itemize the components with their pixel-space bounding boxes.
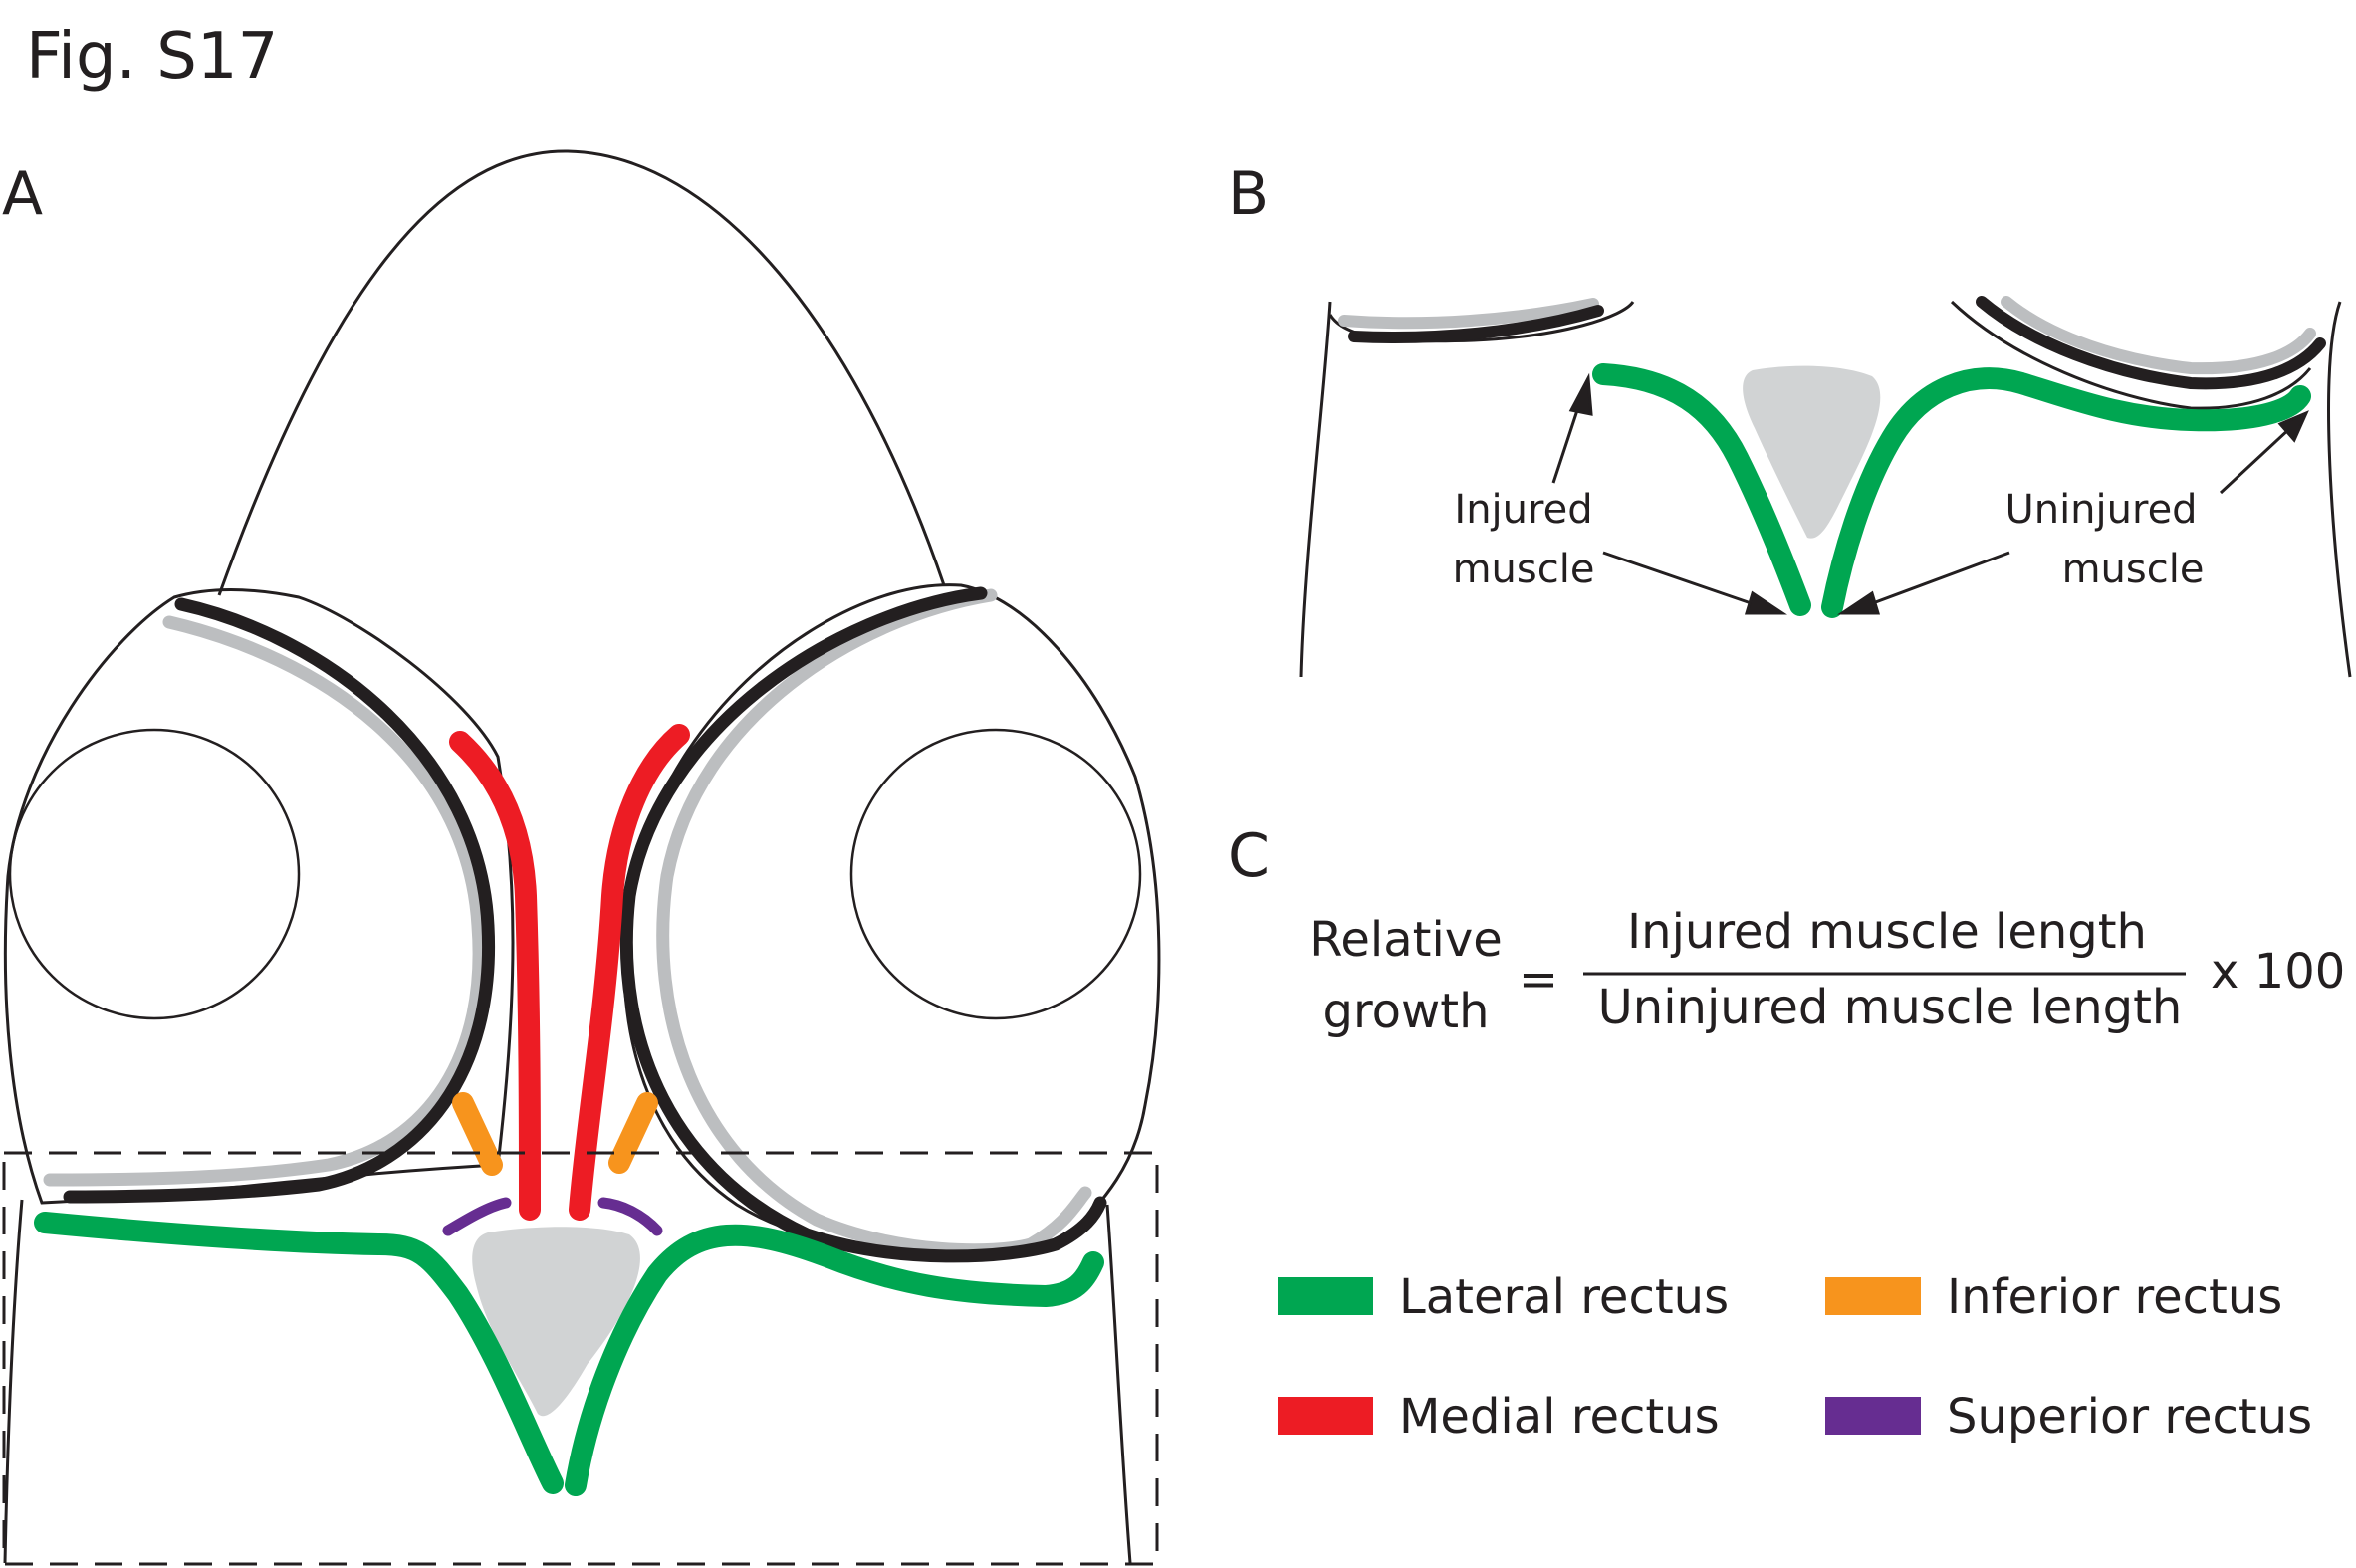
panel-b-diagram: Injured muscle Uninjured muscle (1299, 296, 2352, 678)
legend-label-inferior-rectus: Inferior rectus (1947, 1269, 2282, 1325)
right-retina-black (619, 586, 1107, 1263)
arrowhead-uninjured-up (2277, 410, 2309, 443)
arrowhead-uninjured-down (1837, 590, 1881, 615)
equation-equals: = (1519, 952, 1558, 1008)
arrowhead-injured-up (1568, 372, 1593, 416)
uninjured-muscle-label-line2: muscle (2062, 547, 2205, 592)
panel-b-right-retina-gray (2001, 296, 2316, 375)
panel-c-label: C (1228, 821, 1270, 891)
legend-swatch-inferior-rectus (1825, 1277, 1921, 1315)
legend-swatch-lateral-rectus (1278, 1277, 1373, 1315)
medial-rectus-right (569, 724, 690, 1221)
arrow-injured-down (1602, 551, 1764, 609)
panel-b-body-right (2327, 301, 2352, 678)
body-outline-left (3, 1199, 24, 1564)
left-retina-black (63, 597, 496, 1204)
left-retina-gray (43, 615, 486, 1187)
left-lens (8, 728, 301, 1020)
superior-rectus-left (442, 1197, 512, 1236)
lateral-rectus-right (565, 1224, 1104, 1496)
panel-a-diagram (2, 149, 1161, 1566)
legend-label-medial-rectus: Medial rectus (1399, 1389, 1720, 1445)
panel-a-label: A (2, 159, 43, 229)
equation-denominator: Uninjured muscle length (1598, 980, 2183, 1035)
figure-title: Fig. S17 (26, 20, 278, 94)
region-of-interest-box (2, 1151, 1159, 1566)
left-eye-outline (3, 588, 515, 1205)
arrowhead-injured-down (1744, 590, 1787, 615)
equation-lhs-line1: Relative (1309, 912, 1503, 968)
arrow-uninjured-up (2219, 426, 2292, 495)
injured-muscle-label-line1: Injured (1454, 487, 1592, 533)
panel-b-left-retina-black (1348, 305, 1604, 343)
panel-b-body-left (1299, 301, 1332, 678)
right-lens (849, 728, 1142, 1020)
lateral-rectus-left (34, 1212, 564, 1494)
equation-multiplier: x 100 (2211, 944, 2345, 1000)
legend-swatch-medial-rectus (1278, 1397, 1373, 1435)
panel-b-cartilage (1743, 365, 1881, 539)
legend-label-superior-rectus: Superior rectus (1947, 1389, 2312, 1445)
panel-b-right-retina-black (1976, 296, 2326, 390)
panel-b-left-retina-gray (1338, 298, 1599, 330)
legend-swatch-superior-rectus (1825, 1397, 1921, 1435)
head-outline (217, 149, 946, 596)
panel-b-injured-muscle (1592, 363, 1811, 616)
panel-b-arrows (1551, 372, 2309, 615)
panel-b-label: B (1228, 159, 1269, 229)
injured-muscle-label-line2: muscle (1453, 547, 1595, 592)
relative-growth-equation: Relative growth = Injured muscle length … (1309, 904, 2345, 1039)
medial-rectus-left (449, 731, 541, 1221)
body-outline-right (1105, 1204, 1132, 1564)
panel-b-right-eye-outline (1950, 300, 2312, 410)
cartilage (472, 1227, 640, 1417)
equation-lhs-line2: growth (1322, 984, 1489, 1039)
inferior-rectus-right (608, 1092, 658, 1174)
inferior-rectus-left (452, 1092, 503, 1176)
uninjured-muscle-label-line1: Uninjured (2004, 487, 2197, 533)
superior-rectus-right (597, 1197, 663, 1236)
equation-numerator: Injured muscle length (1627, 904, 2147, 960)
arrow-uninjured-down (1861, 551, 2010, 609)
legend-label-lateral-rectus: Lateral rectus (1399, 1269, 1729, 1325)
panel-b-uninjured-muscle (1821, 367, 2311, 618)
